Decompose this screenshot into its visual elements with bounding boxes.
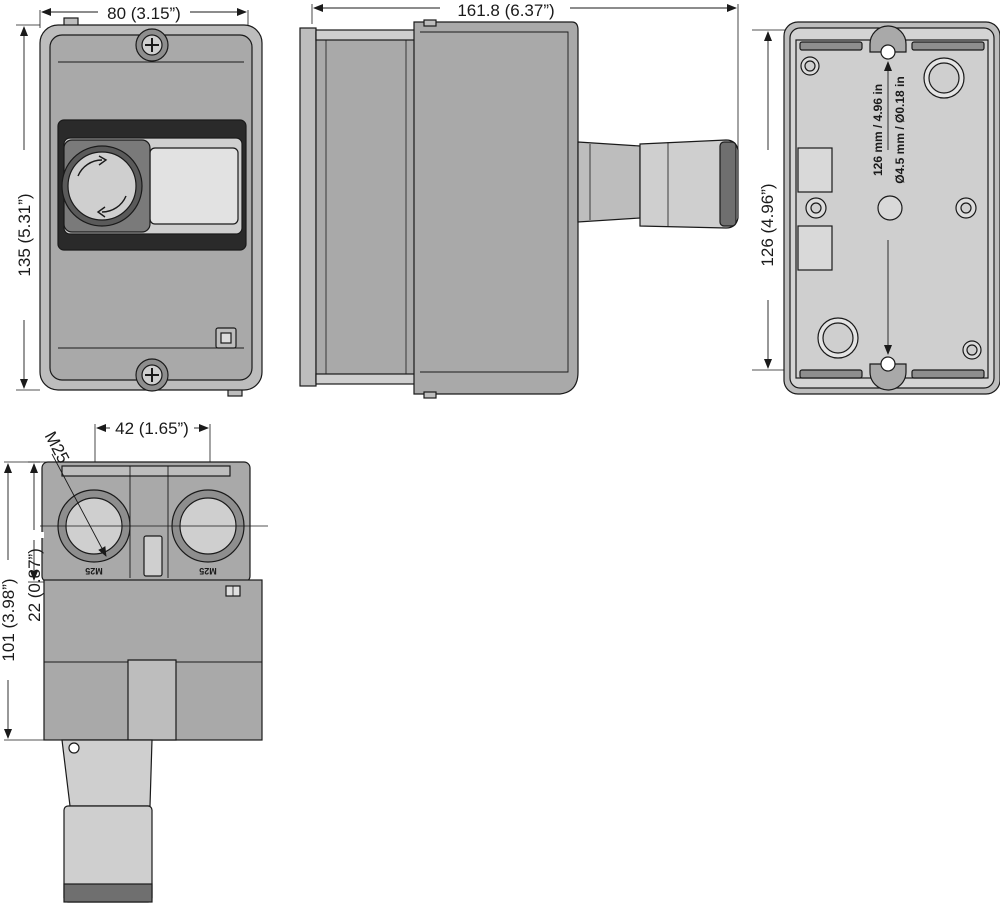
front-width-dim: 80 (3.15”) — [107, 4, 181, 23]
entry-label-right: M25 — [199, 566, 217, 576]
front-screw-bottom — [135, 358, 169, 392]
side-view — [299, 4, 739, 399]
rear-height-dim: 126 (4.96”) — [758, 183, 777, 266]
rotary-knob — [61, 145, 143, 227]
bottom-overall-dim: 101 (3.98”) — [0, 578, 18, 661]
bottom-view — [4, 424, 268, 903]
rear-spacing-note: 126 mm / 4.96 in — [871, 84, 885, 176]
bottom-spacing-dim: 42 (1.65”) — [115, 419, 189, 438]
rear-diameter-note: Ø4.5 mm / Ø0.18 in — [893, 76, 907, 183]
bottom-base-dim: 22 (0.87”) — [25, 548, 44, 622]
thread-label: M25 — [41, 428, 73, 466]
front-screw-top — [135, 28, 169, 62]
rear-view — [752, 21, 1000, 395]
side-depth-dim: 161.8 (6.37”) — [457, 1, 554, 20]
front-height-dim: 135 (5.31”) — [15, 193, 34, 276]
entry-label-left: M25 — [85, 566, 103, 576]
front-view — [16, 8, 263, 397]
